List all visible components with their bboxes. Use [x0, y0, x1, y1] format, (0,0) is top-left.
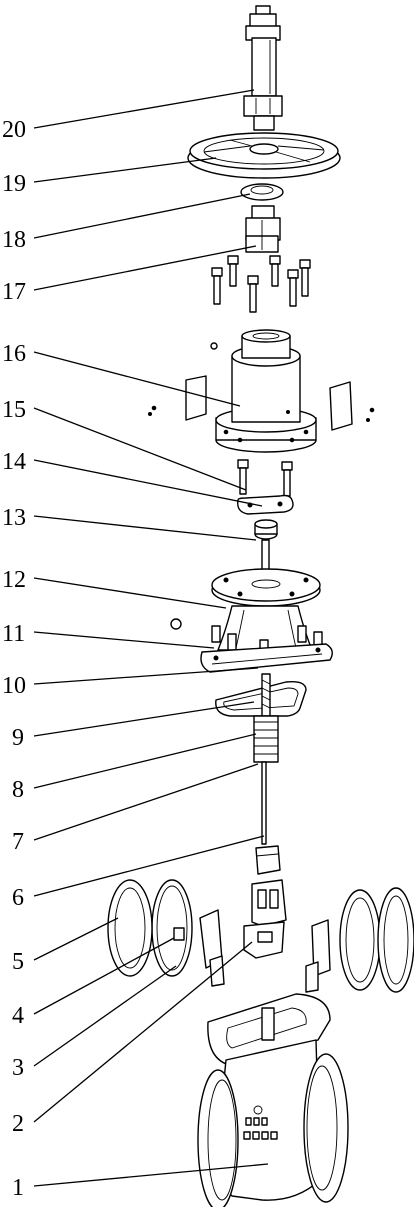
label-8: 8 [12, 777, 24, 803]
part-18-ring [240, 183, 284, 201]
label-4: 4 [12, 1003, 24, 1029]
label-19: 19 [2, 171, 26, 197]
label-2: 2 [12, 1111, 24, 1137]
label-11: 11 [2, 621, 25, 647]
leader-lines [33, 89, 269, 1187]
part-19-handwheel [187, 132, 341, 179]
label-7: 7 [12, 829, 24, 855]
label-9: 9 [12, 725, 24, 751]
label-5: 5 [12, 949, 24, 975]
part-15-bolts [237, 459, 293, 497]
label-3: 3 [12, 1055, 24, 1081]
label-12: 12 [2, 567, 26, 593]
label-6: 6 [12, 885, 24, 911]
label-13: 13 [2, 505, 26, 531]
part-20-stem [243, 5, 283, 131]
part-12-upper-flange [211, 568, 321, 607]
part-7-stem-rod [261, 761, 267, 845]
side-plates [148, 342, 375, 431]
label-18: 18 [2, 227, 26, 253]
part-4-seat-disc [151, 879, 193, 977]
part-1-valve-body [197, 993, 349, 1207]
number-labels: 20 19 18 17 16 15 14 13 12 11 10 9 8 7 6… [2, 117, 26, 1201]
part-10-bonnet-flange [200, 643, 333, 673]
part-6-wedge-nut [255, 845, 281, 875]
part-3-wedge-left [199, 909, 331, 993]
part-13-packing [254, 519, 278, 540]
label-14: 14 [2, 449, 26, 475]
part-5-seat-rings [107, 879, 414, 993]
part-16-bonnet [215, 329, 317, 453]
part-11-bonnet-body [170, 605, 323, 655]
part-2-gate [243, 879, 287, 959]
label-17: 17 [2, 279, 26, 305]
part-9-gasket [215, 680, 307, 717]
label-15: 15 [2, 397, 26, 423]
part-17-stem-nut [245, 205, 281, 253]
label-10: 10 [2, 673, 26, 699]
label-20: 20 [2, 117, 26, 143]
label-1: 1 [12, 1175, 24, 1201]
label-16: 16 [2, 341, 26, 367]
bolt-set-upper [211, 255, 311, 313]
part-14-gland-plate [237, 494, 294, 515]
